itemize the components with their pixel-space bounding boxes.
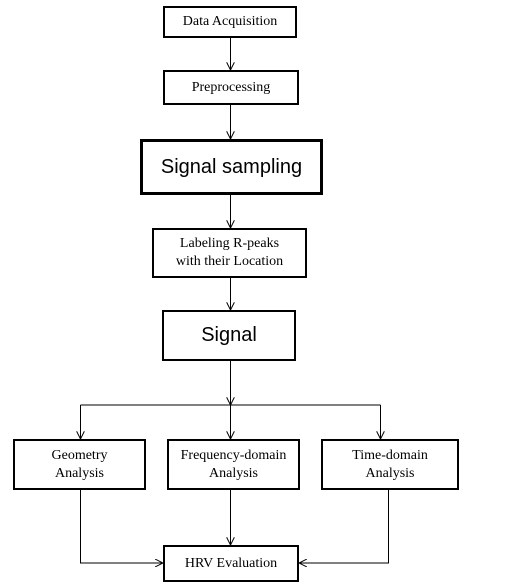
node-geometry-analysis: Geometry Analysis	[13, 439, 146, 490]
node-signal: Signal	[162, 310, 296, 361]
node-labeling-r-peaks-label: Labeling R-peaks with their Location	[175, 236, 284, 269]
node-time-domain-analysis: Time-domain Analysis	[321, 439, 459, 490]
node-labeling-r-peaks: Labeling R-peaks with their Location	[152, 228, 307, 278]
node-signal-sampling-label: Signal sampling	[160, 155, 303, 178]
node-hrv-evaluation: HRV Evaluation	[163, 545, 299, 582]
node-data-acquisition: Data Acquisition	[163, 6, 297, 38]
node-signal-sampling: Signal sampling	[140, 139, 323, 195]
node-data-acquisition-label: Data Acquisition	[182, 14, 278, 29]
node-geometry-analysis-label: Geometry Analysis	[51, 447, 108, 481]
edge-geometry-to-hrv	[80, 490, 163, 563]
node-frequency-domain-analysis: Frequency-domain Analysis	[167, 439, 300, 490]
node-time-domain-analysis-label: Time-domain Analysis	[352, 447, 428, 481]
node-hrv-evaluation-label: HRV Evaluation	[184, 555, 278, 571]
node-preprocessing: Preprocessing	[163, 70, 299, 105]
node-signal-label: Signal	[201, 324, 257, 346]
node-preprocessing-label: Preprocessing	[191, 79, 271, 95]
node-frequency-domain-analysis-label: Frequency-domain Analysis	[180, 447, 287, 481]
edge-time-to-hrv	[300, 490, 389, 563]
